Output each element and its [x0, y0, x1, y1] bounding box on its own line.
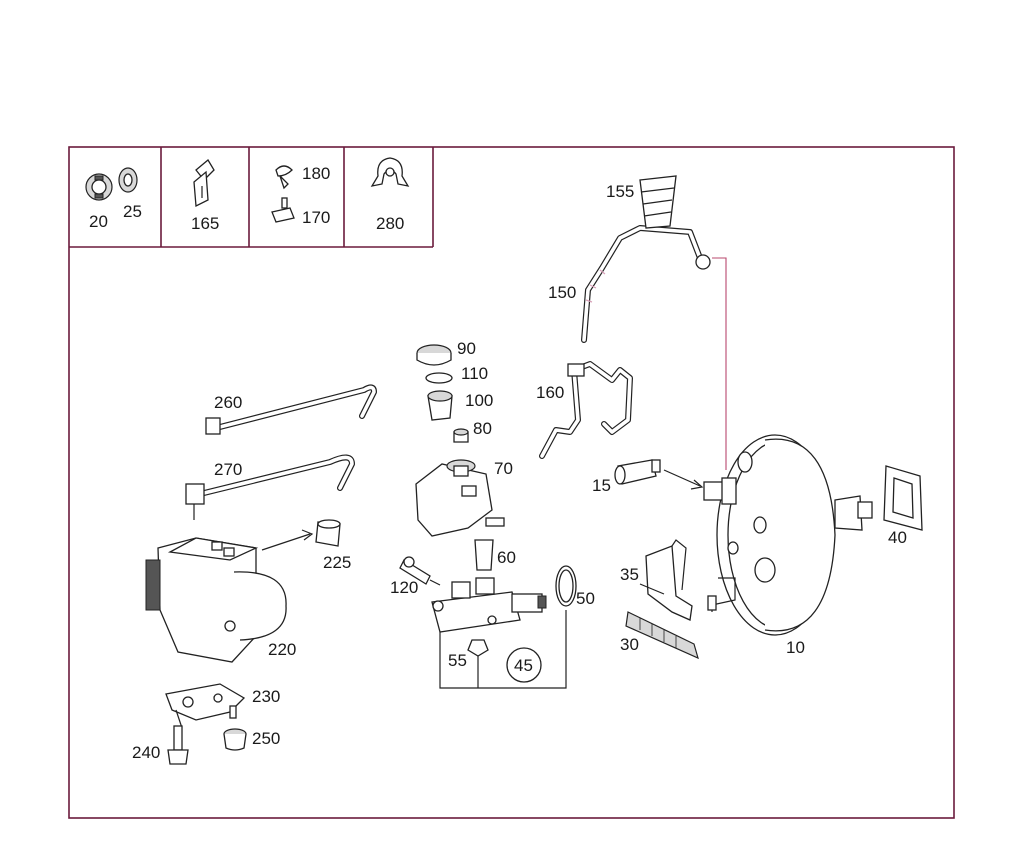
callout-155: 155 — [606, 182, 634, 201]
connector-part-170-icon — [271, 197, 295, 223]
callout-120: 120 — [390, 578, 418, 597]
bracket-part-230[interactable]: 230 — [165, 683, 280, 729]
hose-assembly-part-160[interactable]: 160 — [536, 361, 633, 459]
seal-part-110[interactable]: 110 — [425, 364, 488, 384]
callout-35: 35 — [620, 565, 639, 584]
callout-150: 150 — [548, 283, 576, 302]
callout-160: 160 — [536, 383, 564, 402]
legend-label-180: 180 — [302, 164, 330, 183]
callout-225: 225 — [323, 553, 351, 572]
legend-label-280: 280 — [376, 214, 404, 233]
diagram-frame — [68, 146, 955, 819]
callout-50: 50 — [576, 589, 595, 608]
clip-part-165-icon — [193, 159, 215, 208]
callout-250: 250 — [252, 729, 280, 748]
callout-110: 110 — [461, 364, 488, 383]
legend-cell-165[interactable]: 165 — [191, 159, 219, 233]
nut-part-55[interactable]: 55 — [448, 639, 489, 670]
callout-90: 90 — [457, 339, 476, 358]
legend-label-25: 25 — [123, 202, 142, 221]
bolt-part-240[interactable]: 240 — [132, 725, 189, 765]
callout-230: 230 — [252, 687, 280, 706]
o-ring-part-50[interactable]: 50 — [555, 565, 595, 608]
callout-270: 270 — [214, 460, 242, 479]
callout-80: 80 — [473, 419, 492, 438]
brake-booster-part-10[interactable]: 10 — [703, 257, 873, 657]
pad-part-30[interactable]: 30 — [620, 611, 699, 660]
callout-40: 40 — [888, 528, 907, 547]
plug-part-80[interactable]: 80 — [453, 419, 492, 443]
plug-part-20-icon — [85, 173, 113, 201]
switch-part-120[interactable]: 120 — [390, 556, 441, 597]
ring-part-25-icon — [118, 167, 138, 193]
grommet-part-60[interactable]: 60 — [474, 539, 516, 571]
callout-240: 240 — [132, 743, 160, 762]
reservoir-part-70[interactable]: 70 — [415, 459, 513, 537]
hose-clamp-part-280-icon — [370, 157, 410, 187]
master-cylinder-part-45[interactable]: 45 — [431, 577, 567, 689]
legend-label-165: 165 — [191, 214, 219, 233]
vacuum-hose-part-150[interactable]: 150 — [548, 225, 711, 343]
callout-45: 45 — [514, 656, 533, 675]
cap-part-90[interactable]: 90 — [416, 339, 476, 366]
sensor-part-15[interactable]: 15 — [592, 459, 704, 495]
legend-strip — [69, 147, 434, 248]
clip-part-180-icon — [275, 165, 293, 190]
callout-260: 260 — [214, 393, 242, 412]
strainer-part-100[interactable]: 100 — [427, 390, 493, 421]
callout-60: 60 — [497, 548, 516, 567]
callout-70: 70 — [494, 459, 513, 478]
brake-line-part-260[interactable]: 260 — [205, 384, 377, 435]
legend-label-170: 170 — [302, 208, 330, 227]
legend-cell-180-170[interactable]: 180 170 — [271, 164, 330, 227]
gasket-part-40[interactable]: 40 — [883, 465, 923, 547]
legend-cell-280[interactable]: 280 — [370, 157, 410, 233]
legend-cell-20-25[interactable]: 20 25 — [85, 167, 142, 231]
callout-55: 55 — [448, 651, 467, 670]
bracket-part-35[interactable]: 35 — [620, 539, 693, 621]
callout-10: 10 — [786, 638, 805, 657]
pressure-sensor-part-225[interactable]: 225 — [315, 519, 351, 572]
callout-30: 30 — [620, 635, 639, 654]
bushing-part-250[interactable]: 250 — [223, 728, 280, 751]
callout-100: 100 — [465, 391, 493, 410]
hydraulic-unit-part-220[interactable]: 220 — [145, 529, 314, 663]
brake-line-part-270[interactable]: 270 — [185, 454, 355, 520]
callout-220: 220 — [268, 640, 296, 659]
callout-15: 15 — [592, 476, 611, 495]
legend-label-20: 20 — [89, 212, 108, 231]
boot-part-155[interactable]: 155 — [606, 175, 677, 229]
